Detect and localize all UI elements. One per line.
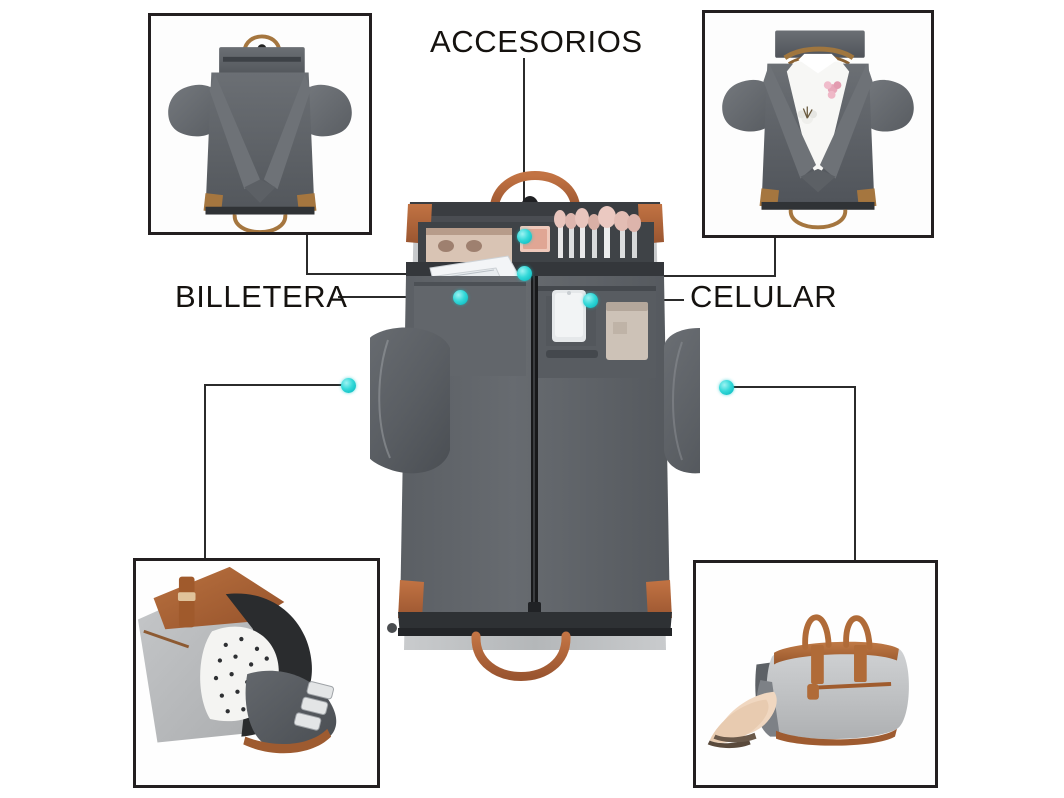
inset-folded-garment-bag-empty	[148, 13, 372, 235]
hotspot-right-sleeve-pouch[interactable]	[718, 379, 734, 395]
leader-bottom-right-inset	[724, 386, 856, 560]
leader-bottom-left-inset	[204, 384, 350, 558]
open-garment-bag-main-view	[370, 150, 700, 695]
top-handle	[489, 171, 581, 215]
left-sleeve-pouch	[370, 327, 450, 474]
garment-bag-empty-illustration	[151, 16, 369, 232]
garment-bag-with-shirt-illustration	[705, 13, 931, 235]
hotspot-center-divider-pocket[interactable]	[516, 265, 532, 281]
garment-bag-illustration	[370, 171, 700, 681]
bottom-handle	[471, 631, 571, 681]
corner-leather-br	[646, 580, 672, 620]
shoes	[707, 691, 777, 749]
hotspot-phone-pocket[interactable]	[582, 292, 598, 308]
callout-label-billetera: BILLETERA	[175, 279, 348, 314]
duffel-closed-illustration	[696, 563, 935, 785]
inset-duffel-bag-with-shoes	[693, 560, 938, 788]
callout-label-accesorios: ACCESORIOS	[430, 24, 643, 59]
callout-label-celular: CELULAR	[690, 279, 838, 314]
right-sleeve-pouch	[664, 327, 700, 474]
hotspot-wallet-pocket[interactable]	[452, 289, 468, 305]
hotspot-left-sleeve-pouch[interactable]	[340, 377, 356, 393]
corner-leather-bl	[398, 580, 424, 620]
inset-folded-garment-bag-with-suit	[702, 10, 934, 238]
duffel-compartment-illustration	[136, 561, 377, 785]
inset-duffel-shoe-compartment-open	[133, 558, 380, 788]
makeup-brushes	[554, 206, 641, 258]
hotspot-accessories-pocket[interactable]	[516, 228, 532, 244]
